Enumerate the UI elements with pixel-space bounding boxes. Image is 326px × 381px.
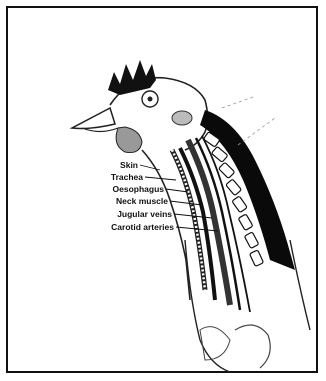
label-trachea: Trachea: [100, 172, 143, 182]
comb: [108, 60, 156, 95]
hackle-feathers: [200, 110, 295, 270]
eye-pupil: [148, 97, 153, 102]
label-oesophagus: Oesophagus: [96, 184, 164, 194]
leader-oesophagus: [166, 189, 188, 192]
leader-skin: [140, 165, 160, 170]
ear-lobe: [172, 111, 192, 125]
label-neck-muscle: Neck muscle: [96, 196, 168, 206]
leader-neck-muscle: [170, 201, 202, 205]
label-jugular-veins: Jugular veins: [96, 209, 172, 219]
back-outline: [290, 240, 310, 330]
label-skin: Skin: [104, 160, 138, 170]
cut-line-lower: [238, 118, 275, 145]
beak: [72, 108, 115, 129]
label-carotid-arteries: Carotid arteries: [80, 222, 174, 232]
wattle: [116, 127, 142, 153]
shoulder-bump: [235, 325, 270, 368]
cut-line-upper: [222, 96, 256, 108]
lower-shape: [200, 327, 230, 360]
